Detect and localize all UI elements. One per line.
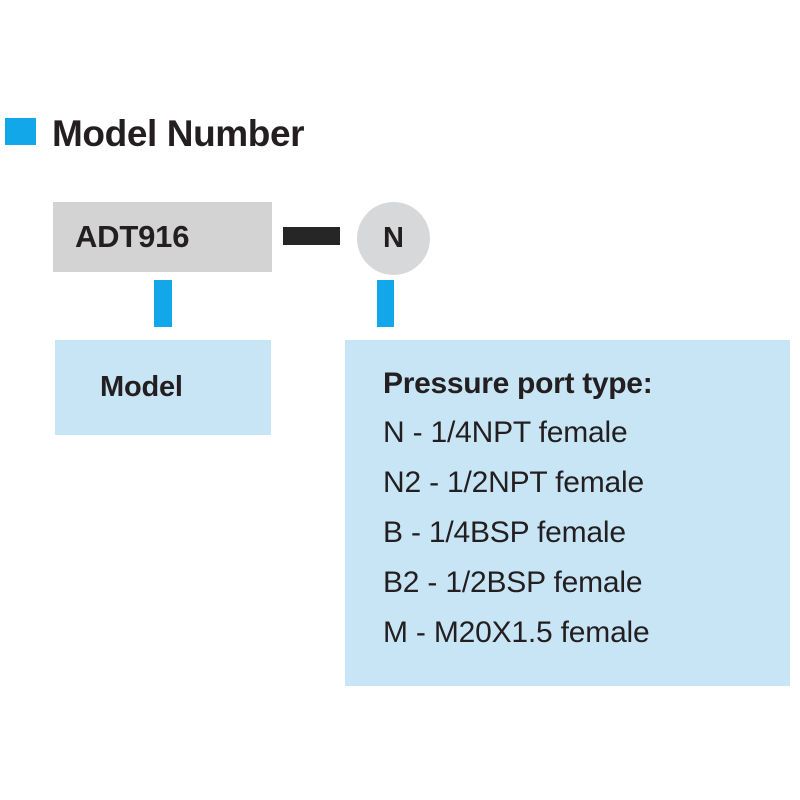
- list-item: B2 - 1/2BSP female: [383, 566, 643, 599]
- model-callout-label: Model: [100, 371, 183, 403]
- pressure-port-callout-title: Pressure port type:: [383, 367, 653, 400]
- dash-icon: [283, 227, 340, 245]
- square-bullet-icon: [5, 118, 36, 145]
- page-title: Model Number: [52, 113, 305, 154]
- list-item: N - 1/4NPT female: [383, 416, 628, 449]
- list-item: M - M20X1.5 female: [383, 616, 650, 649]
- model-callout-box: Model: [55, 340, 271, 435]
- model-code-label: ADT916: [75, 219, 190, 254]
- model-code-chip[interactable]: ADT916: [53, 202, 272, 272]
- model-connector-bar: [154, 280, 172, 327]
- pressure-port-option-list: N - 1/4NPT female N2 - 1/2NPT female B -…: [383, 408, 784, 658]
- port-connector-bar: [377, 280, 394, 327]
- port-code-chip[interactable]: N: [357, 202, 430, 275]
- port-code-label: N: [383, 222, 404, 254]
- list-item: N2 - 1/2NPT female: [383, 466, 644, 499]
- pressure-port-callout-box: Pressure port type: N - 1/4NPT female N2…: [345, 340, 790, 686]
- list-item: B - 1/4BSP female: [383, 516, 626, 549]
